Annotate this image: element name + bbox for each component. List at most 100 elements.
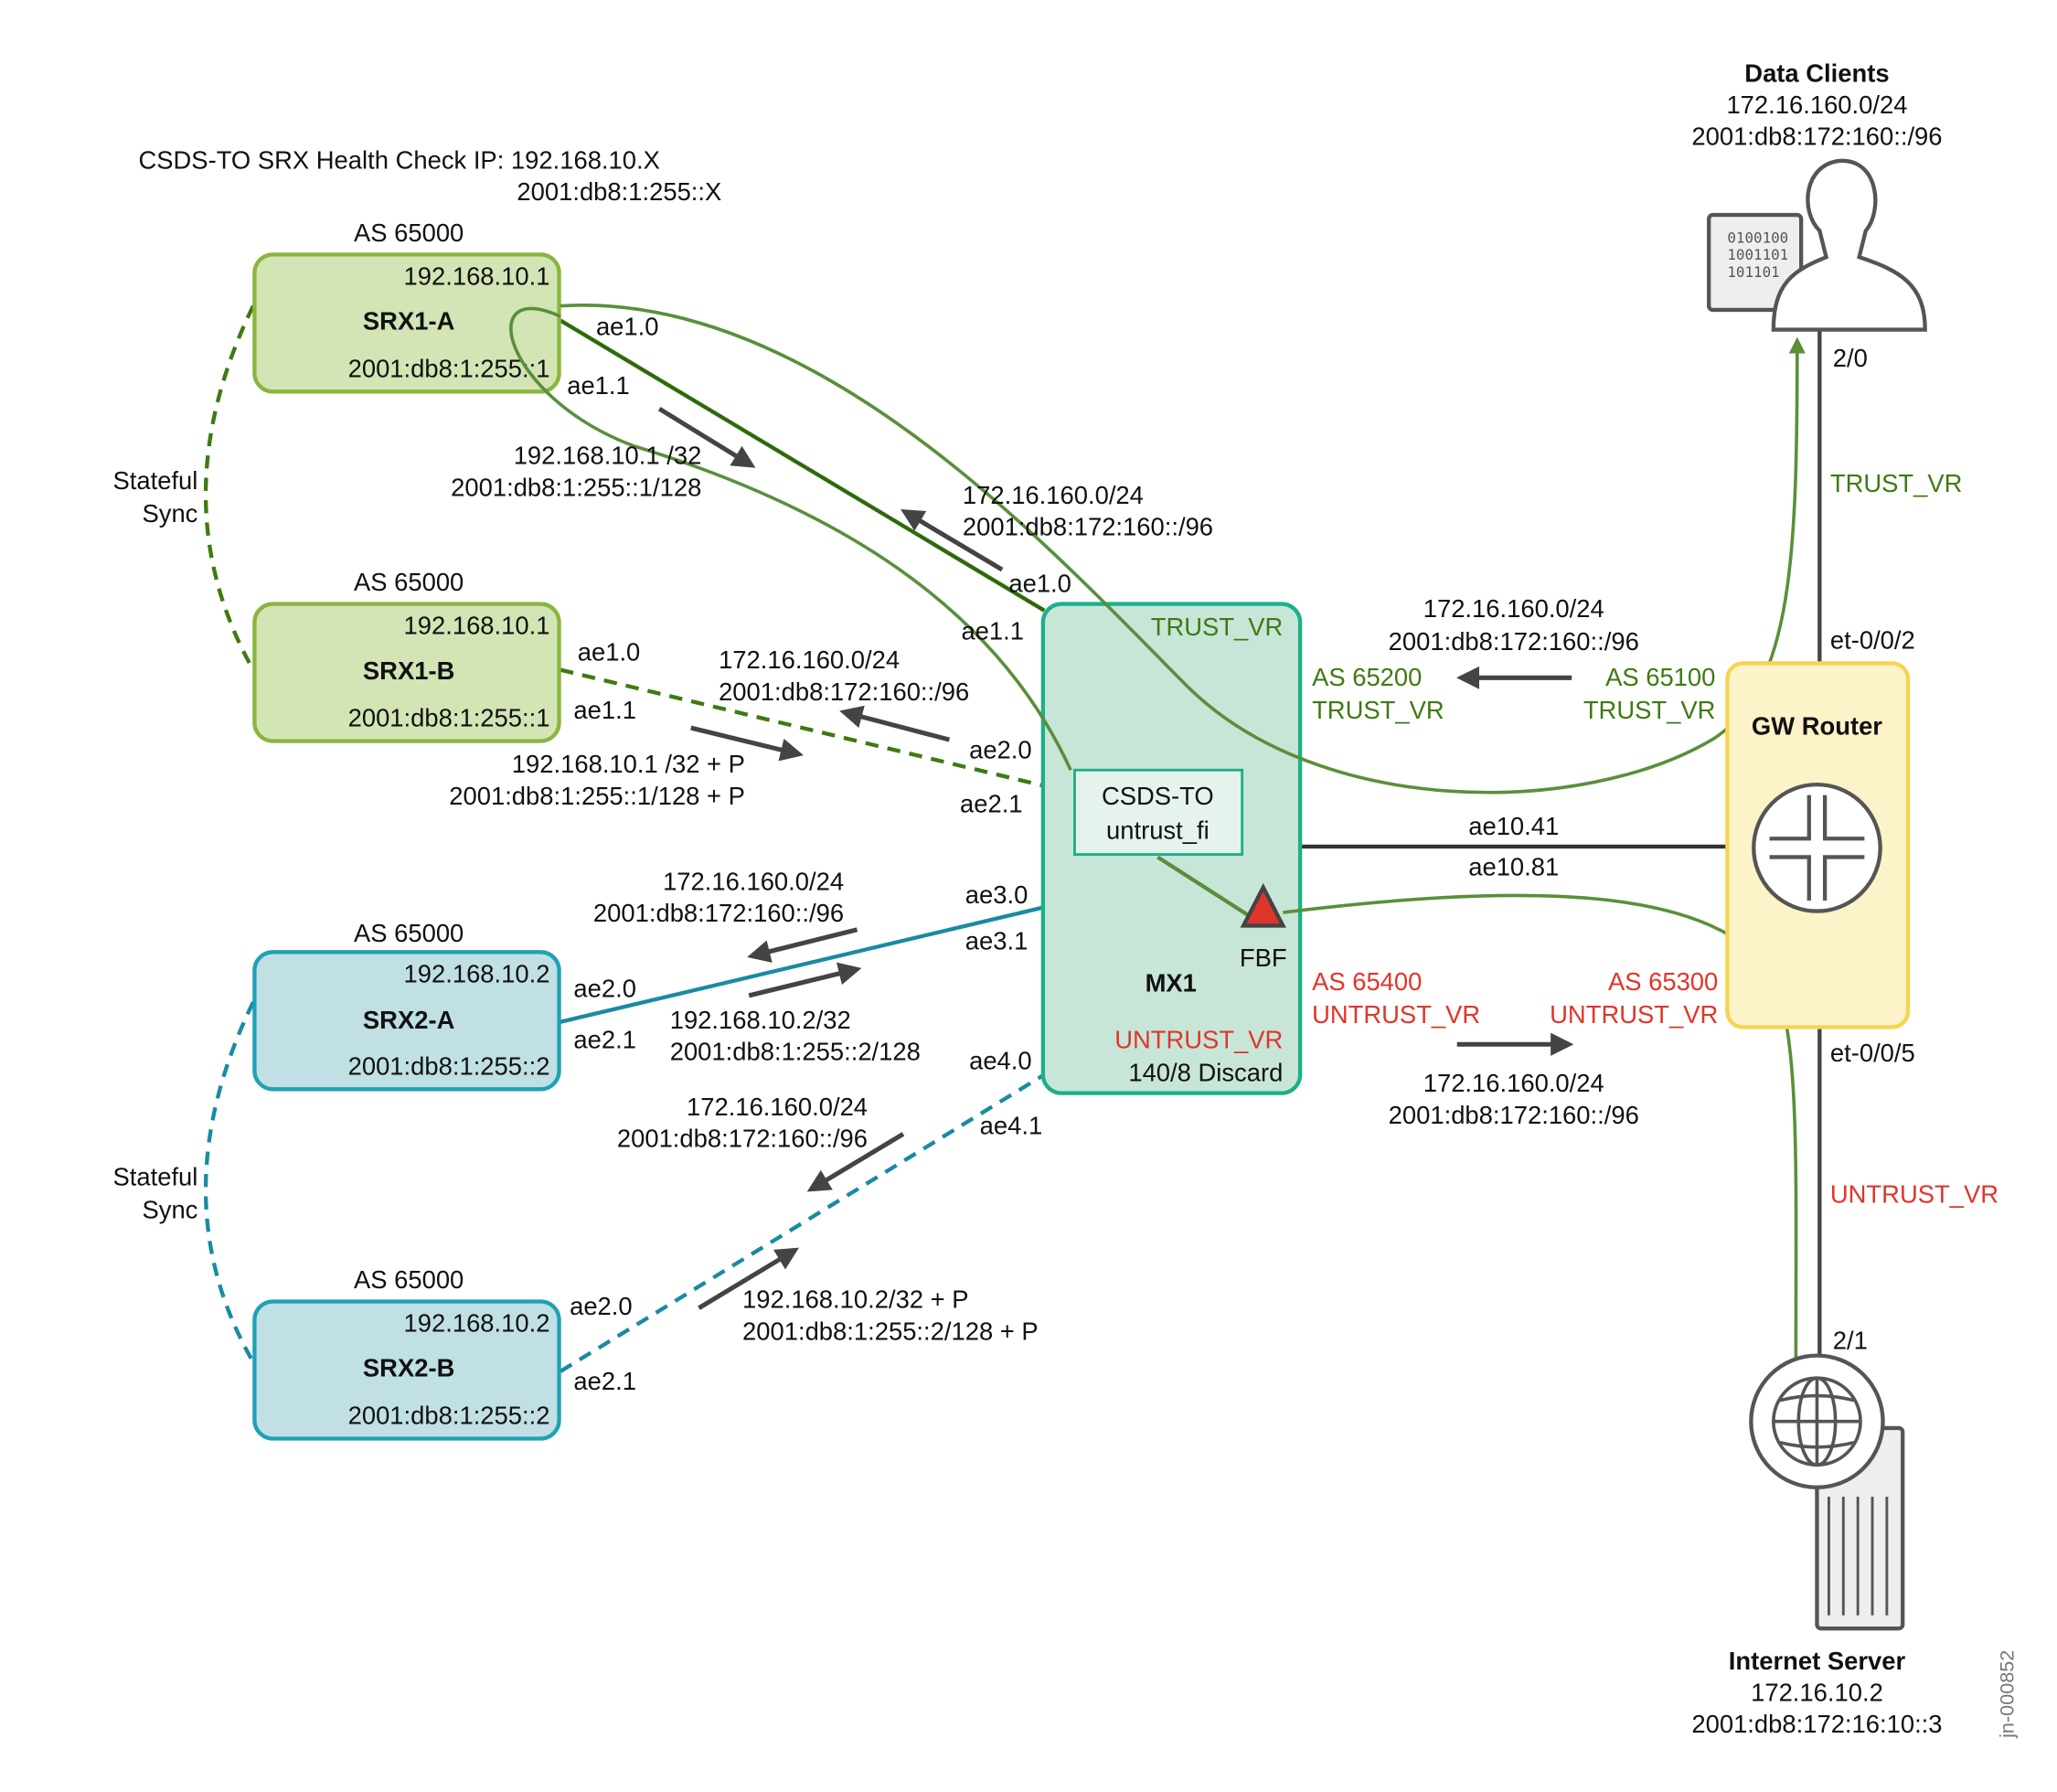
srx2a-name: SRX2-A [363,1006,455,1034]
route-srx2b-in-v4: 172.16.160.0/24 [687,1093,868,1121]
sync-label-1b: Sync [142,499,197,528]
srx1a-ipv6: 2001:db8:1:255::1 [348,354,550,382]
fbf-label: FBF [1240,944,1287,972]
server-ipv6: 2001:db8:172:16:10::3 [1691,1710,1942,1738]
route-srx2a-out-v4: 192.168.10.2/32 [670,1006,851,1034]
mx1-untrust-vr: UNTRUST_VR [1114,1026,1283,1054]
route-srx1a-out-v6: 2001:db8:1:255::1/128 [451,473,701,501]
srx1b-name: SRX1-B [363,656,454,685]
srx2b-node[interactable]: AS 65000 192.168.10.2 SRX2-B 2001:db8:1:… [252,1265,561,1441]
flow-to-clients [560,304,1806,795]
route-srx1b-out-v6: 2001:db8:1:255::1/128 + P [449,782,745,810]
mx1-discard: 140/8 Discard [1128,1059,1283,1087]
gw-port-top: et-0/0/2 [1830,626,1915,655]
flow-srx1a-loop [509,306,1072,772]
csds-filter-box[interactable]: CSDS-TO untrust_fi [1073,768,1244,857]
if-srx2b-ae21: ae2.1 [573,1367,636,1395]
srx1b-as: AS 65000 [354,568,464,596]
clients-ipv4: 172.16.160.0/24 [1726,91,1907,119]
peer-mx-trust-vr: TRUST_VR [1312,696,1444,724]
if-mx-ae31: ae3.1 [965,926,1028,955]
srx2a-node[interactable]: AS 65000 192.168.10.2 SRX2-A 2001:db8:1:… [252,919,561,1092]
route-trust-adv-v4: 172.16.160.0/24 [1423,594,1604,623]
route-srx2b-in-v6: 2001:db8:172:160::/96 [617,1125,868,1153]
route-srx1b-in-v6: 2001:db8:172:160::/96 [719,677,969,706]
srx2b-ipv4: 192.168.10.2 [404,1309,550,1338]
srx1a-name: SRX1-A [363,307,455,336]
srx2b-ipv6: 2001:db8:1:255::2 [348,1402,550,1430]
server-ipv4: 172.16.10.2 [1751,1678,1883,1706]
gw-port-bottom: et-0/0/5 [1830,1039,1915,1067]
if-mx-ae10: ae1.0 [1008,570,1071,598]
route-srx2b-out-v4: 192.168.10.2/32 + P [742,1285,968,1314]
arrow-srx2b-in [806,1132,905,1192]
srx2b-as: AS 65000 [354,1265,464,1294]
route-trust-adv-v6: 2001:db8:172:160::/96 [1389,627,1639,656]
clients-name: Data Clients [1744,59,1889,87]
router-icon [1752,782,1882,913]
srx2a-ipv4: 192.168.10.2 [404,959,550,987]
route-srx1b-in-v4: 172.16.160.0/24 [719,645,900,674]
sync-arc-srx2 [203,1001,255,1363]
srx1a-node[interactable]: AS 65000 192.168.10.1 SRX1-A 2001:db8:1:… [252,219,561,394]
if-srx1b-ae10: ae1.0 [578,638,641,667]
filter-line1: CSDS-TO [1102,782,1214,810]
if-srx2b-ae20: ae2.0 [570,1292,633,1320]
if-mx-ae41: ae4.1 [980,1111,1043,1139]
if-srx2a-ae20: ae2.0 [573,974,636,1002]
link-srx1b-mx [560,667,1045,788]
figure-id: jn-000852 [1995,1650,2018,1739]
route-srx1b-out-v4: 192.168.10.1 /32 + P [512,750,745,778]
svg-text:1001101: 1001101 [1727,246,1788,263]
peer-mx-untrust-vr: UNTRUST_VR [1312,1000,1480,1029]
if-srx1b-ae11: ae1.1 [573,696,636,724]
if-mx-ae20: ae2.0 [969,735,1032,763]
srx1b-node[interactable]: AS 65000 192.168.10.1 SRX1-B 2001:db8:1:… [252,568,561,743]
if-srx1a-ae10: ae1.0 [596,312,659,340]
route-srx2b-out-v6: 2001:db8:1:255::2/128 + P [742,1317,1039,1345]
route-srx2a-in-v4: 172.16.160.0/24 [663,868,844,896]
srx1b-ipv6: 2001:db8:1:255::1 [348,704,550,732]
peer-gw-untrust-vr: UNTRUST_VR [1550,1000,1718,1029]
health-check-label: CSDS-TO SRX Health Check IP: 192.168.10.… [138,146,659,175]
srx2a-ipv6: 2001:db8:1:255::2 [348,1051,550,1080]
server-name: Internet Server [1729,1647,1906,1675]
route-srx1a-out-v4: 192.168.10.1 /32 [514,442,702,470]
mx1-name: MX1 [1146,969,1197,997]
peer-mx-untrust-as: AS 65400 [1312,967,1422,996]
arrow-srx2b-out [698,1247,800,1310]
mx1-trust-vr: TRUST_VR [1151,613,1284,641]
arrow-srx2a-out [748,962,862,998]
if-mx-gw-1: ae10.41 [1468,812,1559,840]
sync-arc-srx1 [203,304,255,671]
gw-name: GW Router [1752,711,1882,740]
if-mx-ae21: ae2.1 [960,789,1023,817]
data-client-icon: 0100100 1001101 101101 [1707,158,1927,332]
arrow-srx1b-out [690,725,804,762]
srx2a-as: AS 65000 [354,919,464,947]
server-port: 2/1 [1833,1326,1868,1354]
filter-line2: untrust_fi [1106,816,1210,844]
filter-to-fbf [1156,855,1252,919]
peer-mx-trust-as: AS 65200 [1312,663,1422,691]
link-srx2a-mx [560,905,1045,1024]
if-srx2a-ae21: ae2.1 [573,1026,636,1054]
srx1a-as: AS 65000 [354,219,464,247]
route-srx2a-in-v6: 2001:db8:172:160::/96 [593,899,844,927]
clients-port: 2/0 [1833,344,1868,372]
peer-gw-untrust-as: AS 65300 [1608,967,1718,996]
server-vr: UNTRUST_VR [1830,1179,1998,1208]
if-mx-ae30: ae3.0 [965,880,1028,909]
srx1b-ipv4: 192.168.10.1 [404,612,550,640]
clients-vr: TRUST_VR [1830,469,1963,497]
arrow-srx1a-in [901,509,1004,572]
route-srx1a-in-v6: 2001:db8:172:160::/96 [963,513,1213,541]
arrow-srx1a-out [657,406,756,468]
if-srx1a-ae11: ae1.1 [567,371,630,400]
internet-server-icon [1749,1353,1905,1631]
peer-gw-trust-as: AS 65100 [1605,663,1715,691]
gw-router-node[interactable]: GW Router [1725,661,1911,1029]
svg-text:101101: 101101 [1727,263,1779,281]
sync-label-2a: Stateful [113,1163,198,1191]
